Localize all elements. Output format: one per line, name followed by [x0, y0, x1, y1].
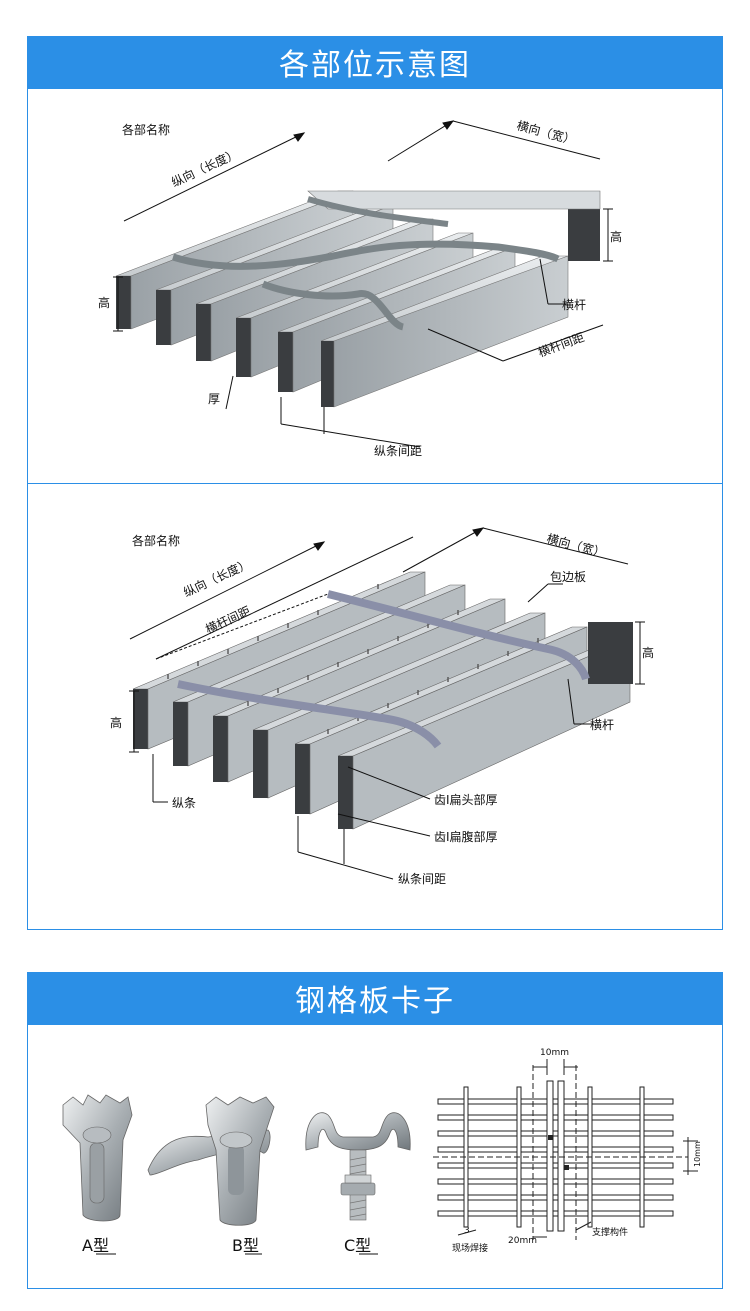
- dim-bottom-label: 20mm: [508, 1236, 537, 1246]
- crossbar-rod: [327, 590, 590, 681]
- crossbar-label: 横杆: [562, 298, 586, 312]
- section-title: 各部位示意图: [279, 48, 471, 83]
- section-header-clips: 钢格板卡子: [27, 972, 723, 1024]
- dim-right-label: 10mm: [693, 1141, 702, 1167]
- support-label: 支撑构件: [592, 1226, 628, 1238]
- tooth-head-label: 齿Ⅰ扁头部厚: [434, 792, 498, 807]
- edge-plate-label: 包边板: [550, 570, 586, 584]
- crossbar-rod: [307, 196, 449, 227]
- bearing-bar: [320, 255, 569, 408]
- bearing-bar-label: 纵条: [172, 796, 196, 810]
- parts-name-label: 各部名称: [122, 122, 170, 137]
- edge-plate-end: [588, 622, 633, 684]
- longitudinal-label: 纵向（长度）: [169, 146, 241, 190]
- height-label-left: 高: [110, 715, 122, 730]
- clips-panel: A型 B型 C型: [27, 1024, 723, 1289]
- grating-diagram-1: 各部名称 纵向（长度） 横向（宽） 高 高 横杆 横杆间距 厚 纵条间距: [98, 117, 622, 458]
- clip-b-label: B型: [232, 1236, 259, 1255]
- height-label-left: 高: [98, 295, 110, 310]
- clip-c-image: [305, 1112, 411, 1221]
- crossbar-label: 横杆: [590, 718, 614, 732]
- clip-b-image: [147, 1096, 275, 1226]
- height-label-right: 高: [642, 645, 654, 660]
- clip-a-label: A型: [82, 1236, 109, 1255]
- clip-a-image: [62, 1094, 133, 1222]
- parts-name-label: 各部名称: [132, 533, 180, 548]
- crossbar-spacing-label: 横杆间距: [536, 330, 586, 360]
- bar-spacing-label: 纵条间距: [374, 444, 422, 458]
- weld-label: 现场焊接: [452, 1242, 488, 1254]
- transverse-label: 横向（宽）: [545, 530, 607, 560]
- bearing-bars: [115, 190, 601, 408]
- clips-illustration: A型 B型 C型: [62, 1048, 702, 1255]
- diagram-panel-2: 各部名称 纵向（长度） 横杆间距 横向（宽） 包边板 高 高 横杆 纵条 齿Ⅰ扁…: [27, 483, 723, 930]
- bar-spacing-label: 纵条间距: [398, 872, 446, 886]
- diagram-panel-1: 各部名称 纵向（长度） 横向（宽） 高 高 横杆 横杆间距 厚 纵条间距: [27, 88, 723, 485]
- end-face: [568, 209, 600, 261]
- transverse-label: 横向（宽）: [515, 117, 577, 147]
- weld-number: 3: [464, 1226, 470, 1236]
- dim-top-label: 10mm: [540, 1048, 569, 1058]
- thickness-label: 厚: [208, 392, 220, 406]
- clip-c-label: C型: [344, 1236, 371, 1255]
- section-title: 钢格板卡子: [295, 984, 455, 1019]
- horizontal-bars: [437, 1098, 674, 1217]
- crossbar-rod: [177, 680, 442, 749]
- clip-installation-drawing: [433, 1059, 698, 1240]
- section-header-diagram: 各部位示意图: [27, 36, 723, 88]
- longitudinal-label: 纵向（长度）: [181, 556, 253, 600]
- height-label-right: 高: [610, 229, 622, 244]
- crossbar-rod: [171, 240, 560, 270]
- grating-diagram-2: 各部名称 纵向（长度） 横杆间距 横向（宽） 包边板 高 高 横杆 纵条 齿Ⅰ扁…: [110, 527, 654, 886]
- tooth-web-label: 齿Ⅰ扁腹部厚: [434, 829, 498, 844]
- crossbar-rod: [261, 280, 405, 331]
